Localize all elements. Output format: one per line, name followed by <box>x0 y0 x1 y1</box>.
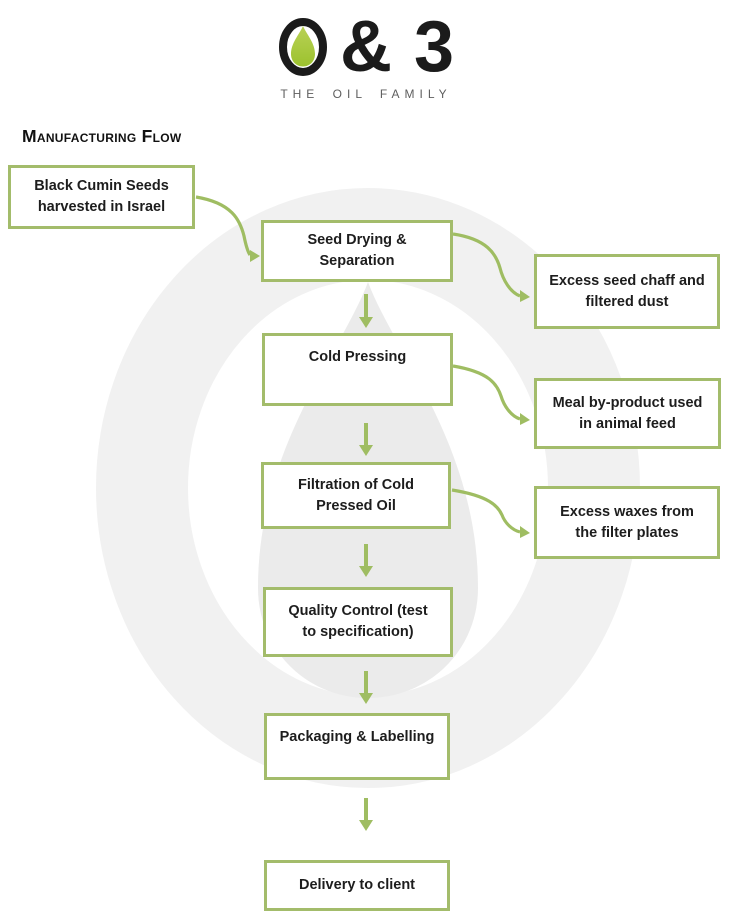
flow-node-seed-drying: Seed Drying & Separation <box>261 220 453 282</box>
logo-three: 3 <box>413 7 455 87</box>
brand-logo-row: & 3 <box>0 7 732 87</box>
curved-arrow-heads <box>250 250 530 538</box>
vertical-arrow-heads <box>359 317 373 831</box>
arrow-filtration-to-waxes <box>451 488 521 534</box>
flow-node-packaging: Packaging & Labelling <box>264 713 450 780</box>
page-title: Manufacturing Flow <box>22 126 182 146</box>
flow-node-quality-control: Quality Control (test to specification) <box>263 587 453 657</box>
arrow-drying-to-chaff <box>452 232 521 298</box>
flow-node-cold-pressing: Cold Pressing <box>262 333 453 406</box>
flow-node-excess-chaff: Excess seed chaff and filtered dust <box>534 254 720 329</box>
arrow-pressing-to-meal <box>452 364 521 421</box>
logo-subtitle: THE OIL FAMILY <box>280 87 452 101</box>
flow-node-filtration: Filtration of Cold Pressed Oil <box>261 462 451 529</box>
arrow-cumin-to-drying <box>195 195 252 256</box>
logo-ampersand: & <box>339 7 392 87</box>
flow-node-delivery: Delivery to client <box>264 860 450 911</box>
curved-arrow-lines <box>195 195 521 534</box>
brand-logo: & 3 THE OIL FAMILY <box>0 7 732 101</box>
flow-node-excess-waxes: Excess waxes from the filter plates <box>534 486 720 559</box>
flow-node-black-cumin-seeds: Black Cumin Seeds harvested in Israel <box>8 165 195 229</box>
flow-node-meal-byproduct: Meal by-product used in animal feed <box>534 378 721 449</box>
logo-o-with-drop-icon <box>278 18 327 76</box>
